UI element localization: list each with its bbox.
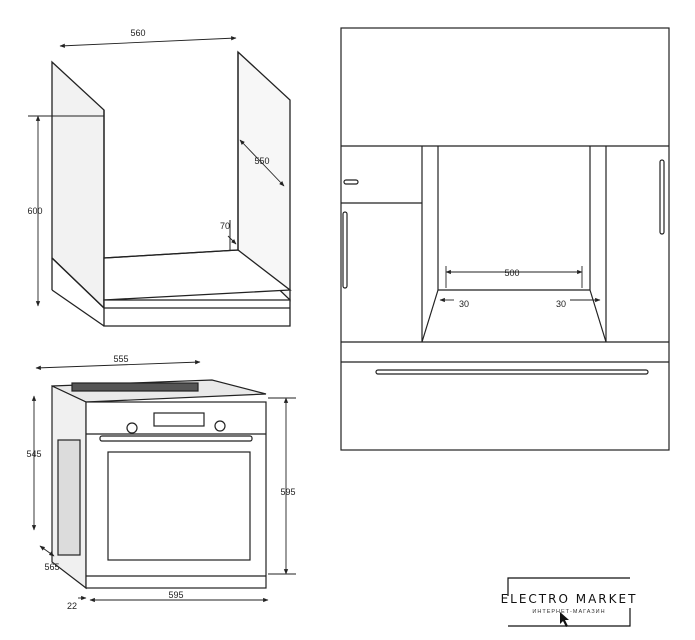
niche-width-label: 500 [504, 268, 519, 278]
cabinet-drawing [51, 50, 292, 327]
cursor-icon [560, 612, 569, 627]
oven-front-width-label: 595 [168, 590, 183, 600]
niche-gap-right-label: 30 [556, 299, 566, 309]
oven-front-offset-label: 22 [67, 601, 77, 611]
logo-tagline: ИНТЕРНЕТ-МАГАЗИН [532, 609, 605, 615]
niche-gap-left-label: 30 [459, 299, 469, 309]
cabinet-height-label: 600 [27, 206, 42, 216]
electro-market-logo: ELECTRO MARKET ИНТЕРНЕТ-МАГАЗИН [501, 577, 638, 627]
cabinet-vent-label: 70 [220, 221, 230, 231]
oven-dimensions [31, 360, 296, 603]
oven-depth-label: 555 [113, 354, 128, 364]
oven-body-height-label: 545 [26, 449, 41, 459]
cabinet-width-label: 560 [130, 28, 145, 38]
cabinet-depth-label: 550 [254, 156, 269, 166]
logo-brand: ELECTRO MARKET [501, 592, 638, 606]
niche-drawing [340, 27, 670, 451]
oven-side-depth-label: 565 [44, 562, 59, 572]
oven-front-height-label: 595 [280, 487, 295, 497]
oven-drawing [51, 379, 267, 590]
niche-dimensions [439, 266, 601, 303]
cabinet-dimensions [28, 36, 285, 307]
